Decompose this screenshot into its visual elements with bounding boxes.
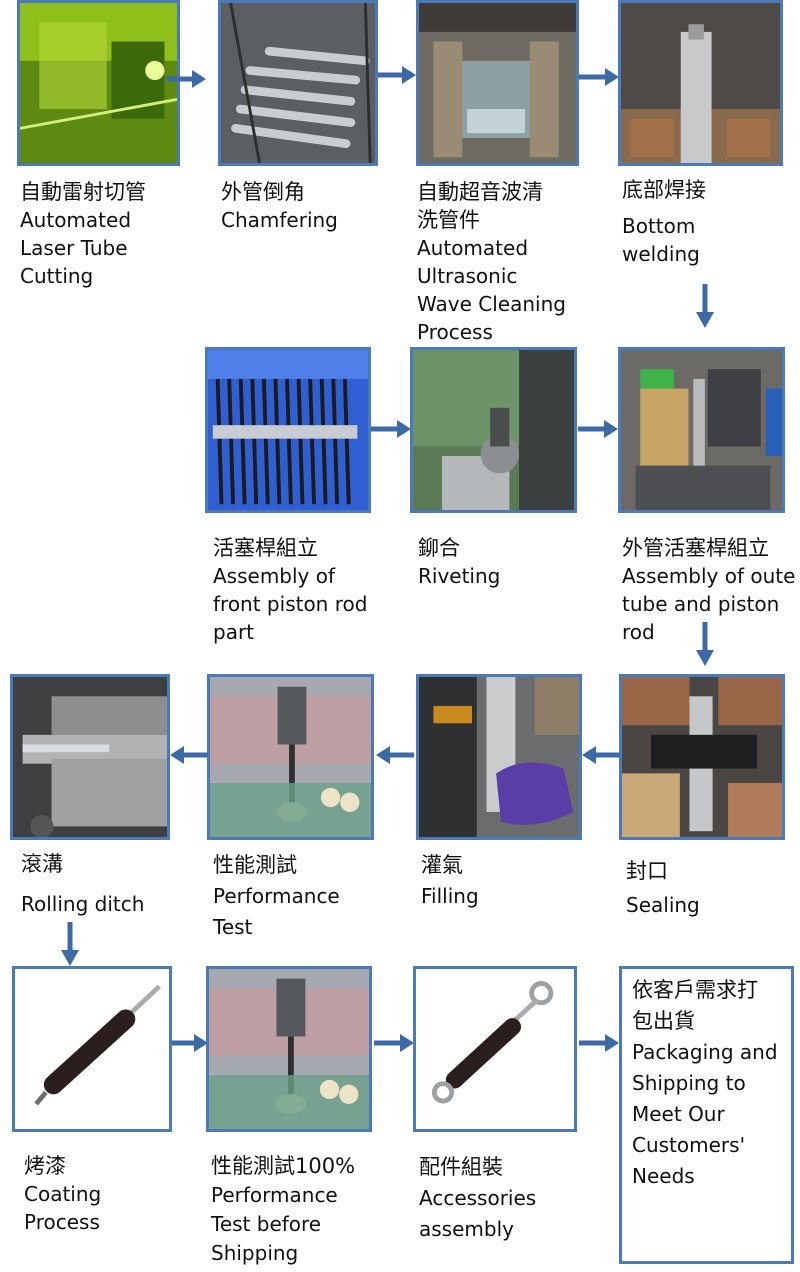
step-label-accessories-assembly: 配件組裝 Accessories assembly <box>419 1155 537 1241</box>
photo-chamfering <box>218 0 378 166</box>
photo-bottom-welding <box>618 0 783 166</box>
photo-outer-tube-assembly <box>618 347 785 513</box>
photo-coating <box>12 966 172 1132</box>
arrow-down-icon <box>696 622 714 666</box>
step-label-piston-rod-assembly: 活塞桿組立 Assembly of front piston rod part <box>213 536 368 644</box>
arrow-down-icon <box>696 284 714 328</box>
photo-performance-test-100 <box>206 966 372 1132</box>
step-label-performance-test: 性能測試 Performance Test <box>213 853 340 939</box>
step-label-performance-test-100: 性能測試100% Performance Test before Shippin… <box>211 1154 356 1265</box>
step-label-ultrasonic: 自動超音波清 洗管件 Automated Ultrasonic Wave Cle… <box>417 180 566 344</box>
arrow-left-icon <box>582 746 620 764</box>
arrow-right-icon <box>371 420 411 438</box>
step-label-outer-tube-assembly: 外管活塞桿組立 Assembly of oute tube and piston… <box>622 536 796 644</box>
arrow-left-icon <box>170 746 208 764</box>
packaging-shipping-box: 依客戶需求打 包出貨 Packaging and Shipping to Mee… <box>619 966 794 1264</box>
arrow-down-icon <box>61 922 79 966</box>
arrow-right-icon <box>579 1034 619 1052</box>
photo-sealing <box>619 674 785 840</box>
step-label-rolling-ditch: 滾溝 Rolling ditch <box>21 852 145 916</box>
arrow-right-icon <box>166 70 206 88</box>
photo-laser-tube-cutting <box>17 0 180 166</box>
step-label-riveting: 鉚合 Riveting <box>418 536 501 588</box>
photo-riveting <box>410 347 577 513</box>
arrow-right-icon <box>172 1034 208 1052</box>
photo-rolling-ditch <box>10 674 170 840</box>
arrow-right-icon <box>579 68 619 86</box>
step-label-filling: 灌氣 Filling <box>421 853 479 908</box>
step-label-sealing: 封口 Sealing <box>626 859 700 917</box>
photo-ultrasonic-cleaning <box>416 0 579 166</box>
arrow-right-icon <box>374 1034 414 1052</box>
step-label-coating: 烤漆 Coating Process <box>24 1154 102 1234</box>
photo-filling <box>416 674 582 840</box>
arrow-left-icon <box>376 746 414 764</box>
photo-performance-test <box>207 674 374 840</box>
photo-accessories-assembly <box>413 966 577 1132</box>
step-label-laser-cutting: 自動雷射切管 Automated Laser Tube Cutting <box>20 180 146 288</box>
step-label-chamfering: 外管倒角 Chamfering <box>221 180 338 232</box>
arrow-right-icon <box>578 420 618 438</box>
arrow-right-icon <box>378 66 416 84</box>
photo-piston-rod-assembly <box>205 347 371 513</box>
step-label-bottom-welding: 底部焊接 Bottom welding <box>622 178 706 266</box>
